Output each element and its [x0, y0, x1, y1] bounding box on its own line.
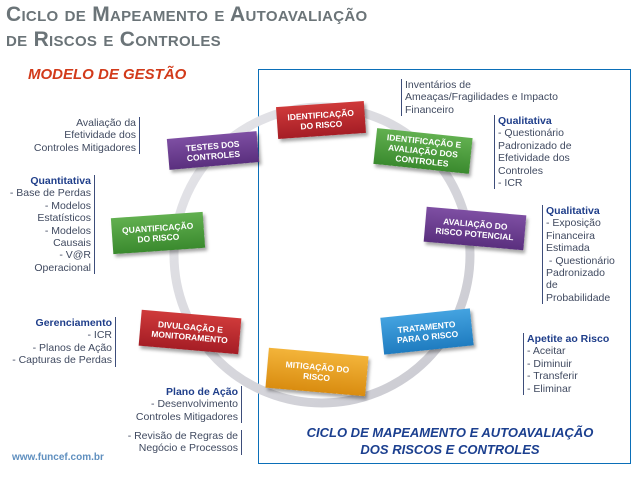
annotation-line: - Questionário	[498, 127, 564, 140]
annotation-line: Operacional	[34, 261, 91, 274]
title-line-1: Ciclo de Mapeamento e Autoavaliação	[6, 3, 368, 26]
page-title: Ciclo de Mapeamento e Autoavaliação de R…	[6, 2, 476, 52]
annotation-line: - Eliminar	[527, 382, 572, 395]
footer-url: www.funcef.com.br	[12, 452, 104, 463]
annotation-line: Avaliação da	[76, 117, 136, 129]
cycle-frame	[258, 69, 631, 464]
annotation-line: - Capturas de Perdas	[12, 354, 112, 367]
annotation-line: - Revisão de Regras de	[127, 430, 238, 442]
annotation-line: Efetividade dos	[64, 129, 136, 142]
annotation-line: Controles Mitigadores	[33, 141, 136, 154]
annotation-qualitativa-probabilidade: Qualitativa - Exposição Financeira Estim…	[542, 205, 632, 305]
annotation-line: - Questionário	[546, 254, 615, 267]
annotation-line: - Aceitar	[527, 345, 566, 358]
annotation-inventarios: Inventários de Ameaças/Fragilidades e Im…	[401, 79, 605, 117]
annotation-line: Estimada	[546, 242, 590, 255]
annotation-gerenciamento: Gerenciamento - ICR - Planos de Ação - C…	[0, 317, 116, 367]
annotation-line: - ICR	[87, 329, 113, 342]
annotation-line: Controles Mitigadores	[135, 410, 238, 423]
step-quantificacao-risco: QUANTIFICAÇÃO DO RISCO	[110, 211, 206, 255]
annotation-line: - Desenvolvimento	[151, 398, 238, 411]
annotation-line: Controles	[498, 164, 543, 177]
annotation-heading: Apetite ao Risco	[527, 333, 610, 345]
annotation-heading: Plano de Ação	[166, 386, 238, 398]
annotation-line: Padronizado de	[498, 139, 572, 152]
annotation-plano-acao: Plano de Ação - Desenvolvimento Controle…	[114, 386, 242, 424]
step-identificacao-risco: IDENTIFICAÇÃO DO RISCO	[275, 100, 367, 140]
annotation-line: - Exposição	[546, 217, 601, 230]
cycle-title: CICLO DE MAPEAMENTO E AUTOAVALIAÇÃO DOS …	[270, 424, 630, 458]
annotation-qualitativa-controles: Qualitativa - Questionário Padronizado d…	[494, 115, 598, 190]
annotation-avaliacao-efetividade: Avaliação da Efetividade dos Controles M…	[10, 117, 140, 155]
annotation-revisao-regras: - Revisão de Regras de Negócio e Process…	[108, 430, 242, 455]
annotation-line: - ICR	[498, 177, 523, 190]
annotation-line: Probabilidade	[546, 291, 611, 304]
annotation-line: - Diminuir	[527, 357, 572, 370]
annotation-line: - V@R	[59, 249, 91, 262]
cycle-title-line-1: CICLO DE MAPEAMENTO E AUTOAVALIAÇÃO	[306, 425, 594, 440]
annotation-line: Estatísticos	[37, 212, 91, 225]
step-mitigacao-risco: MITIGAÇÃO DO RISCO	[265, 347, 369, 397]
annotation-heading: Quantitativa	[30, 175, 91, 187]
annotation-line: Financeira	[546, 229, 596, 242]
annotation-line: Financeiro	[405, 103, 455, 116]
annotation-heading: Qualitativa	[546, 205, 600, 217]
annotation-line: - Modelos	[44, 199, 91, 212]
annotation-line: Negócio e Processos	[138, 442, 238, 455]
annotation-line: Ameaças/Fragilidades e Impacto	[405, 91, 558, 104]
annotation-line: - Base de Perdas	[9, 187, 91, 200]
annotation-line: Inventários de	[405, 79, 471, 91]
annotation-apetite-risco: Apetite ao Risco - Aceitar - Diminuir - …	[523, 333, 627, 396]
annotation-line: Causais	[53, 237, 91, 250]
subtitle: MODELO DE GESTÃO	[28, 66, 187, 83]
annotation-line: de	[546, 279, 558, 292]
annotation-line: Efetividade dos	[498, 152, 570, 165]
annotation-line: - Transferir	[527, 370, 578, 383]
title-line-2: de Riscos e Controles	[6, 28, 221, 51]
annotation-line: - Modelos	[44, 224, 91, 237]
cycle-title-line-2: DOS RISCOS E CONTROLES	[360, 442, 540, 457]
annotation-line: Padronizado	[546, 267, 605, 280]
annotation-line: - Planos de Ação	[32, 341, 112, 354]
annotation-heading: Qualitativa	[498, 115, 552, 127]
annotation-quantitativa: Quantitativa - Base de Perdas - Modelos …	[0, 175, 95, 275]
annotation-heading: Gerenciamento	[35, 317, 112, 329]
